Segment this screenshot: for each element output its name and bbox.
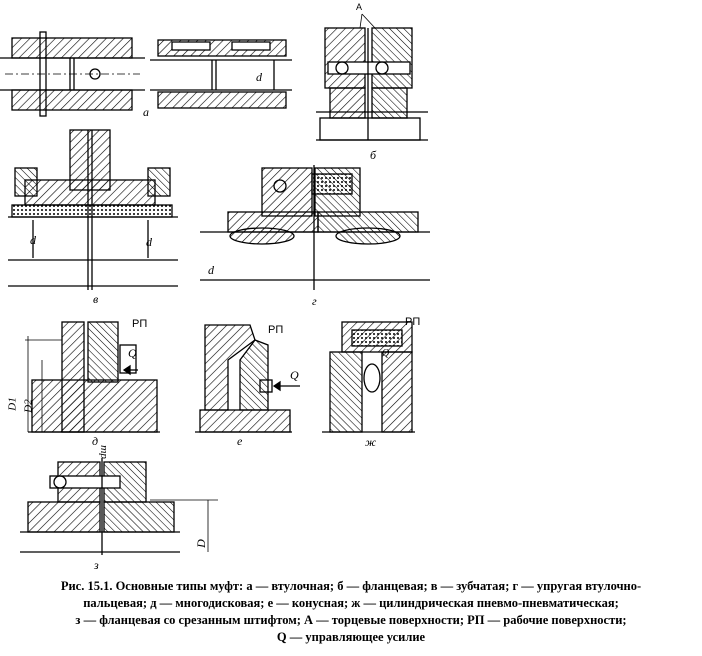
label-q-panel-d: Q	[128, 346, 137, 360]
label-q-panel-zh: Q	[382, 348, 390, 359]
label-a-faces: A	[356, 2, 363, 12]
caption-line: з — фланцевая со срезанным штифтом; А — …	[75, 613, 627, 627]
panel-d-drawing	[25, 321, 160, 433]
panel-letter-v: в	[93, 292, 99, 306]
panel-letter-zh: ж	[365, 435, 377, 449]
panel-b-drawing	[316, 13, 428, 141]
panel-g-drawing	[200, 165, 430, 290]
label-rp-panel-d: РП	[132, 318, 148, 330]
panel-a-drawing	[0, 31, 145, 117]
caption-line: Рис. 15.1. Основные типы муфт: а — втуло…	[60, 579, 642, 593]
label-d-panel-a: d	[256, 70, 262, 84]
panel-letter-g: г	[312, 294, 317, 308]
panel-letter-e: е	[237, 434, 243, 448]
panel-letter-a: а	[143, 105, 149, 119]
label-d2: D2	[22, 399, 35, 413]
caption-line: Q — управляющее усилие	[276, 630, 426, 644]
label-d1: D1	[6, 397, 19, 411]
panel-letter-b: б	[370, 148, 377, 162]
panel-z-drawing	[20, 458, 218, 555]
panel-letter-z: з	[94, 558, 99, 572]
caption-line: пальцевая; д — многодисковая; е — конусн…	[83, 596, 619, 610]
panel-zh-drawing	[322, 321, 415, 433]
panel-b-left-drawing	[150, 39, 292, 109]
panel-e-drawing	[195, 324, 300, 433]
panel-letter-d: д	[92, 434, 99, 448]
label-d-panel-g: d	[208, 263, 214, 277]
label-d-panel-v-right: d	[146, 235, 152, 249]
label-q-panel-e: Q	[290, 368, 299, 382]
panel-v-drawing	[8, 129, 178, 290]
label-rp-panel-e: РП	[268, 324, 284, 336]
label-d-panel-v-left: d	[30, 233, 36, 247]
coupling-figure	[0, 13, 430, 555]
label-rp-panel-zh: РП	[405, 316, 421, 328]
label-dsh: dш	[96, 445, 109, 459]
label-D: D	[193, 539, 208, 548]
figure-caption: Рис. 15.1. Основные типы муфт: а — втуло…	[20, 578, 682, 646]
